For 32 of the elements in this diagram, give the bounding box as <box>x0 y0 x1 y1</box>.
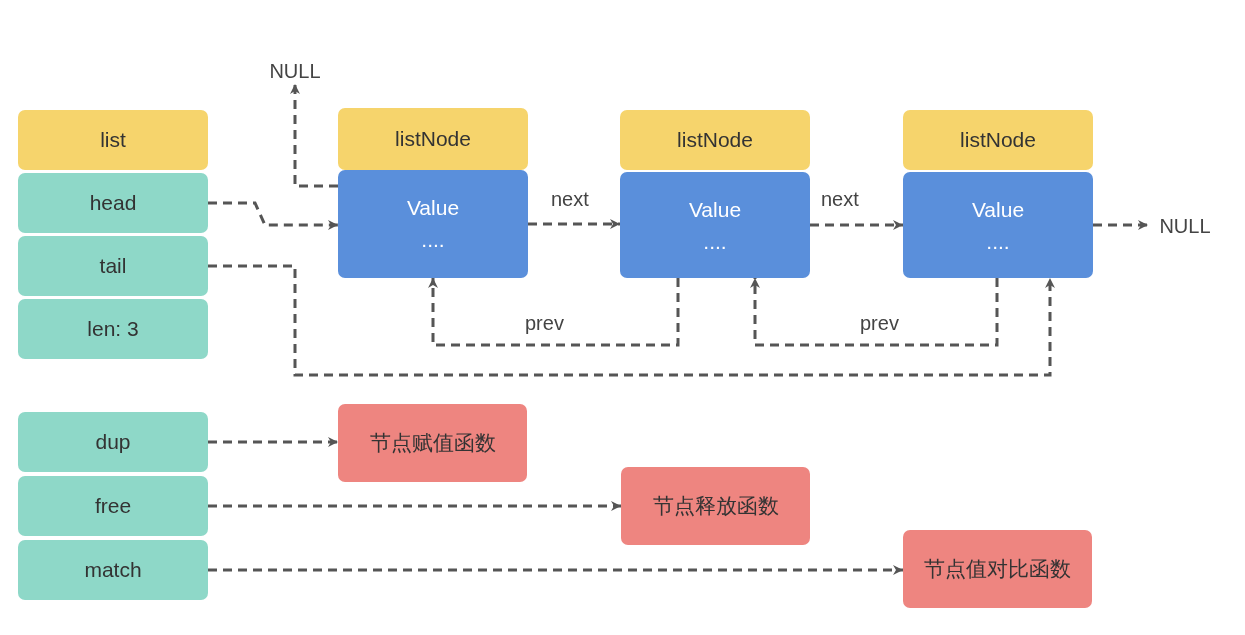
field-box: dup <box>18 412 208 472</box>
header-box: listNode <box>903 110 1093 170</box>
arrow <box>528 219 620 229</box>
arrow <box>810 220 903 230</box>
header-box: listNode <box>338 108 528 170</box>
function-box: 节点释放函数 <box>621 467 810 545</box>
arrow <box>208 501 621 511</box>
ellipsis-text: .... <box>421 228 445 252</box>
function-box: 节点值对比函数 <box>903 530 1092 608</box>
ellipsis-text: .... <box>703 230 727 254</box>
arrow <box>428 278 680 347</box>
header-box: list <box>18 110 208 170</box>
field-box: tail <box>18 236 208 296</box>
header-box: listNode <box>620 110 810 170</box>
value-label: Value <box>406 196 460 220</box>
null-label: NULL <box>1148 212 1222 240</box>
field-box: free <box>18 476 208 536</box>
arrow <box>750 278 999 347</box>
arrow <box>208 264 1055 377</box>
arrow <box>290 84 338 188</box>
field-box: len: 3 <box>18 299 208 359</box>
null-label: NULL <box>258 58 332 84</box>
arrow <box>1093 220 1148 230</box>
arrow <box>208 201 338 230</box>
ellipsis-text: .... <box>986 230 1010 254</box>
arrow <box>208 437 338 447</box>
value-label: Value <box>688 198 742 222</box>
field-box: match <box>18 540 208 600</box>
arrow <box>208 565 903 575</box>
function-box: 节点赋值函数 <box>338 404 527 482</box>
field-box: head <box>18 173 208 233</box>
value-label: Value <box>971 198 1025 222</box>
